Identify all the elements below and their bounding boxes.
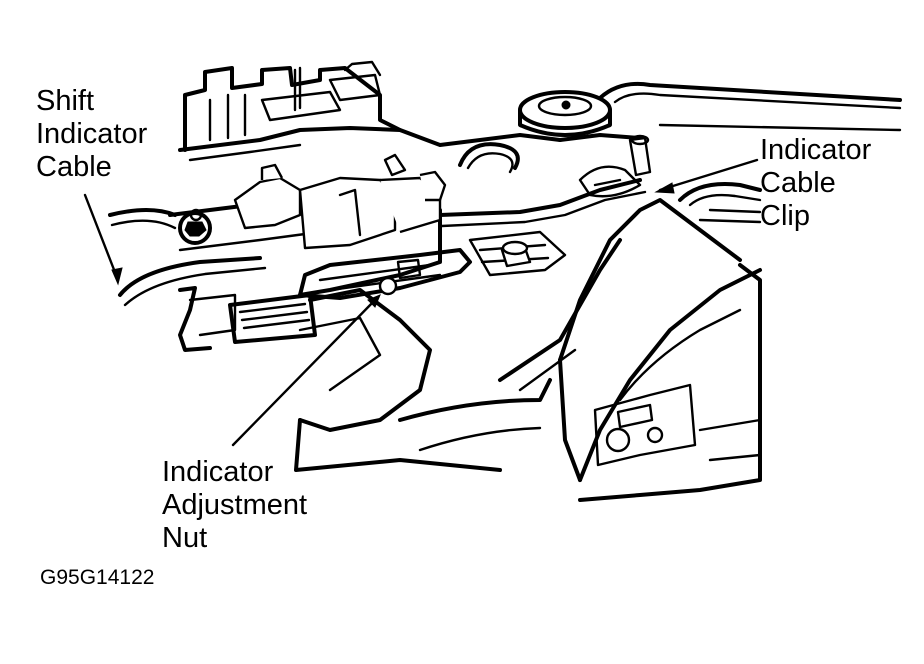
- figure-code: G95G14122: [40, 566, 155, 589]
- shift-indicator-cable-label: Shift Indicator Cable: [36, 85, 147, 184]
- indicator-cable-clip-label: Indicator Cable Clip: [760, 134, 871, 233]
- label-line: Indicator: [760, 134, 872, 166]
- mounting-bolt: [468, 230, 567, 277]
- leader-lines: [83, 158, 759, 447]
- shift-lever-arm: [558, 198, 762, 502]
- shift-indicator-cable: [108, 142, 647, 307]
- label-line: Indicator: [162, 456, 274, 488]
- label-line: Nut: [162, 522, 208, 554]
- label-line: Adjustment: [162, 489, 308, 521]
- label-line: Clip: [760, 200, 810, 232]
- label-line: Indicator: [36, 118, 148, 150]
- indicator-bracket: [168, 153, 472, 300]
- label-line: Cable: [36, 151, 112, 183]
- label-line: Cable: [760, 167, 836, 199]
- pulley-assembly: [518, 81, 902, 142]
- indicator-adjustment-nut-label: Indicator Adjustment Nut: [162, 456, 307, 555]
- upper-housing: [178, 60, 562, 162]
- label-line: Shift: [36, 85, 95, 117]
- cable-clip-bracket: [578, 134, 762, 224]
